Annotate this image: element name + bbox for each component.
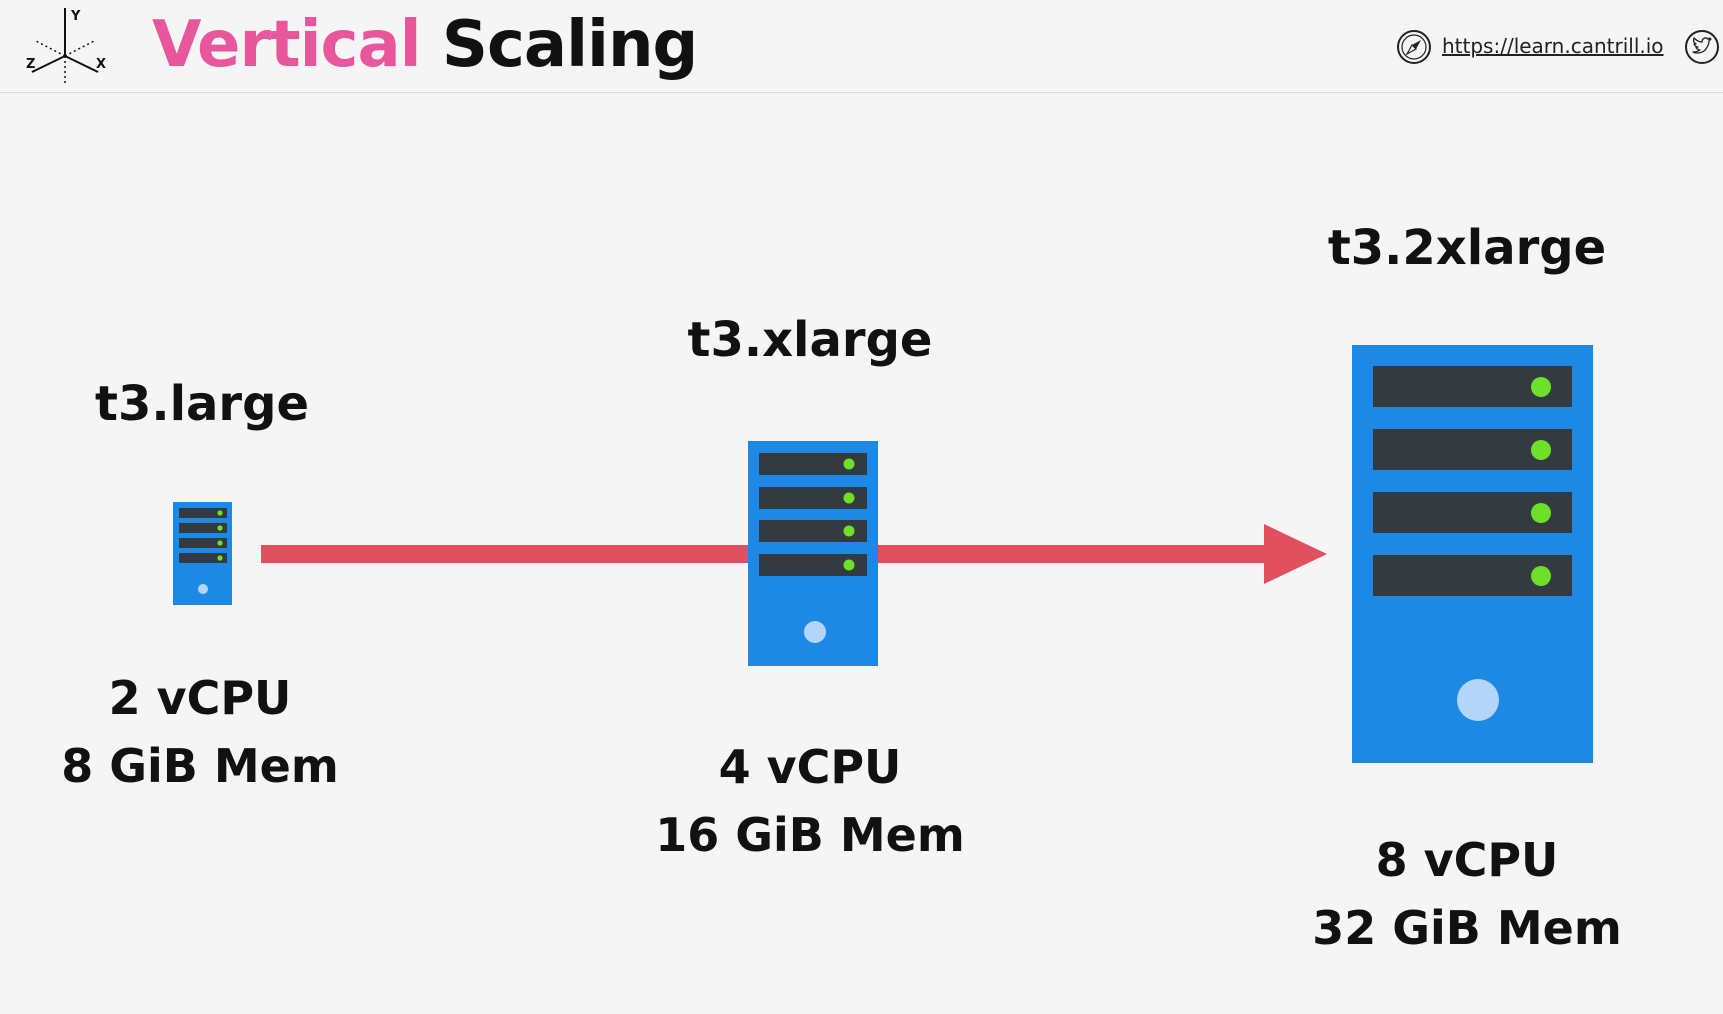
- axis-z-label: Z: [26, 57, 35, 72]
- compass-icon: [1397, 30, 1431, 64]
- instance-cpu-medium: 4 vCPU: [718, 740, 902, 794]
- instance-cpu-large: 8 vCPU: [1375, 833, 1559, 887]
- server-small: [173, 502, 232, 605]
- instance-name-medium: t3.xlarge: [687, 312, 933, 368]
- instance-name-small: t3.large: [94, 376, 310, 432]
- instance-mem-medium: 16 GiB Mem: [655, 808, 965, 862]
- server-large: [1352, 345, 1593, 763]
- vertical-scaling-diagram: [173, 345, 1593, 763]
- scaling-arrow-head: [1264, 524, 1327, 584]
- instance-specs-large: 8 vCPU 32 GiB Mem: [1312, 826, 1622, 962]
- server-medium: [748, 441, 878, 666]
- website-link[interactable]: https://learn.cantrill.io: [1442, 34, 1664, 58]
- axis-x-label: X: [96, 57, 106, 72]
- instance-name-large: t3.2xlarge: [1327, 220, 1607, 276]
- xyz-axis-icon: Y X Z: [26, 8, 106, 84]
- title-word-scaling: Scaling: [441, 8, 698, 82]
- instance-cpu-small: 2 vCPU: [108, 671, 292, 725]
- instance-specs-medium: 4 vCPU 16 GiB Mem: [655, 733, 965, 869]
- title-word-vertical: Vertical: [152, 8, 422, 82]
- axis-y-label: Y: [70, 9, 81, 24]
- instance-specs-small: 2 vCPU 8 GiB Mem: [61, 664, 339, 800]
- twitter-icon[interactable]: [1683, 28, 1721, 66]
- instance-mem-large: 32 GiB Mem: [1312, 901, 1622, 955]
- page-title: Vertical Scaling: [152, 8, 698, 82]
- slide-header: Y X Z Vertical Scaling https://learn.can…: [0, 0, 1723, 93]
- instance-mem-small: 8 GiB Mem: [61, 739, 339, 793]
